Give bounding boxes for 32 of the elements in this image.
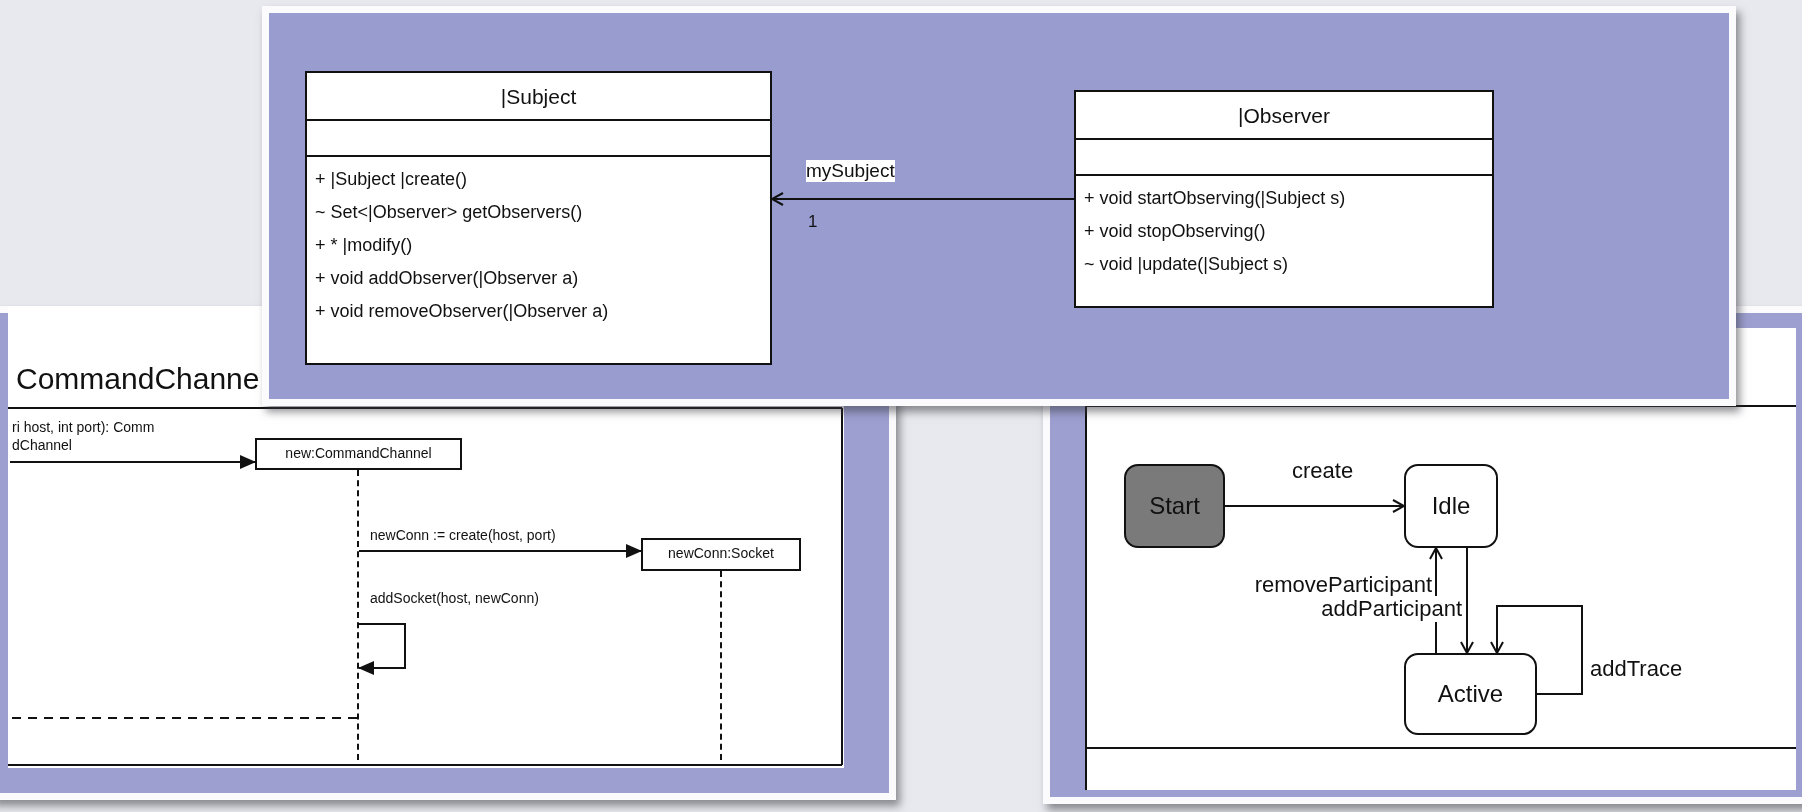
lifeline-head: new:CommandChannel <box>255 438 462 470</box>
operation-text: + |Subject |create() <box>315 168 468 191</box>
operation-text: + void addObserver(|Observer a) <box>315 267 580 290</box>
arrow <box>1460 547 1474 654</box>
operation-text: + void removeObserver(|Observer a) <box>315 300 610 323</box>
arrow <box>358 544 642 558</box>
lifeline <box>720 571 722 760</box>
class-name: |Subject <box>307 73 770 121</box>
operation-text: + void stopObserving() <box>1084 220 1267 243</box>
state-box: Active <box>1404 653 1537 735</box>
class-box <box>305 71 772 365</box>
lifeline-head: newConn:Socket <box>641 538 801 571</box>
arrow <box>771 192 1075 206</box>
multiplicity-label: 1 <box>808 212 818 232</box>
initial-state-box: Start <box>1124 464 1225 548</box>
operation-text: ~ void |update(|Subject s) <box>1084 253 1289 276</box>
operation-text: ~ Set<|Observer> getObservers() <box>315 201 584 224</box>
lifeline <box>357 470 359 760</box>
operation-text: + void startObserving(|Subject s) <box>1084 187 1347 210</box>
operation-text: + * |modify() <box>315 234 414 257</box>
arrow <box>9 455 256 469</box>
edge-label: newConn := create(host, port) <box>370 527 556 543</box>
self-message-arrow <box>1490 605 1583 695</box>
edge-label: mySubject <box>806 160 895 182</box>
class-name: |Observer <box>1076 92 1492 140</box>
arrow <box>1224 499 1405 513</box>
state-box: Idle <box>1404 464 1498 548</box>
self-message-arrow <box>358 623 406 675</box>
panel-heading: CommandChanne <box>16 362 260 396</box>
edge-label: addSocket(host, newConn) <box>370 590 539 606</box>
class-box <box>1074 90 1494 308</box>
edge-label: addParticipant <box>1321 596 1462 622</box>
